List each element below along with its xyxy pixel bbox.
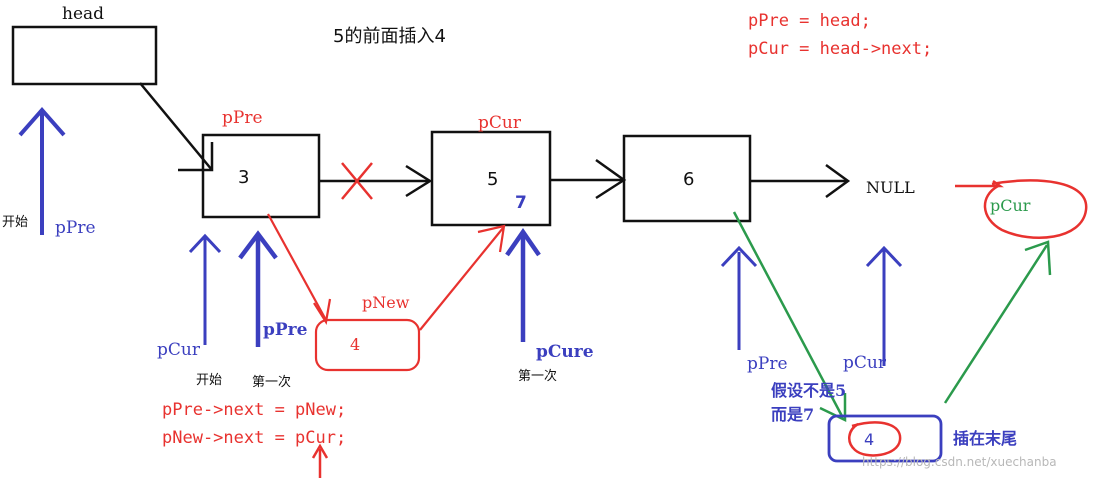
cross-mark	[341, 162, 373, 200]
node-6-box	[622, 134, 752, 223]
tail-node-value: 4	[864, 430, 874, 449]
ppre-top-label: pPre	[222, 108, 263, 128]
start-label-2: 开始	[196, 373, 222, 388]
tail-to-pcur-arrowhead	[1024, 240, 1052, 276]
node3-to-node5-arrowhead	[405, 164, 433, 198]
diagram-title: 5的前面插入4	[333, 26, 446, 47]
ppre-left-label: pPre	[55, 218, 96, 238]
node-5-box	[430, 130, 552, 227]
pcur-top-label: pCur	[478, 113, 522, 133]
code-top-line1: pPre = head;	[748, 11, 871, 31]
pnew-label: pNew	[362, 293, 410, 312]
pnew-to-node5-arrow	[419, 227, 504, 331]
ppre-right-label: pPre	[747, 354, 788, 374]
watermark: https://blog.csdn.net/xuechanba	[862, 455, 1057, 469]
node6-to-tail-arrow	[732, 211, 845, 419]
assume-label-2: 而是7	[771, 405, 814, 424]
head-node-box	[11, 25, 158, 86]
pcur-circle	[983, 179, 1088, 239]
head-to-node3-arrowhead	[178, 142, 214, 172]
node3-to-pnew-arrowhead	[313, 298, 332, 326]
tail-node-circle	[848, 421, 902, 457]
pcur-circle-label: pCur	[990, 196, 1031, 215]
assume-label-1: 假设不是5	[771, 381, 846, 400]
pnew-node-box	[314, 318, 421, 372]
start-label-1: 开始	[2, 215, 28, 230]
node-6-value: 6	[683, 169, 694, 190]
node-5-value: 5	[487, 169, 498, 190]
pcur-start-arrowhead	[188, 233, 222, 254]
node-3-value: 3	[238, 167, 249, 188]
ppre-right-arrowhead	[720, 245, 758, 268]
code-bottom-line1: pPre->next = pNew;	[162, 400, 346, 420]
pcure-label: pCure	[536, 342, 594, 362]
ppre-first-arrowhead	[238, 230, 278, 260]
code-pointer-arrowhead	[311, 443, 329, 459]
code-bottom-line2: pNew->next = pCur;	[162, 428, 346, 448]
pcur-right-label: pCur	[843, 353, 887, 373]
pcur-right-arrowhead	[865, 245, 903, 268]
node6-to-tail-arrowhead	[819, 393, 847, 422]
head-to-node3-arrow	[139, 82, 213, 171]
null-label: NULL	[866, 178, 915, 197]
first-label-1: 第一次	[252, 374, 291, 390]
ppre-mid-label: pPre	[263, 320, 308, 340]
tail-to-pcur-arrow	[943, 244, 1049, 404]
pcur-left-label: pCur	[157, 340, 201, 360]
pnew-node-value: 4	[350, 335, 360, 354]
head-label: head	[62, 4, 104, 24]
node6-to-null-arrowhead	[825, 163, 851, 199]
tail-node-box	[827, 414, 943, 463]
start-up-arrowhead	[18, 106, 66, 137]
first-label-2: 第一次	[518, 368, 557, 384]
node3-to-pnew-arrow	[267, 213, 327, 321]
code-top-line2: pCur = head->next;	[748, 39, 932, 59]
node-3-box	[201, 133, 321, 219]
pcure-arrowhead	[505, 228, 541, 257]
insert-tail-label: 插在末尾	[953, 429, 1017, 448]
node-5-alt-value: 7	[515, 193, 527, 213]
pnew-to-node5-arrowhead	[477, 224, 506, 253]
